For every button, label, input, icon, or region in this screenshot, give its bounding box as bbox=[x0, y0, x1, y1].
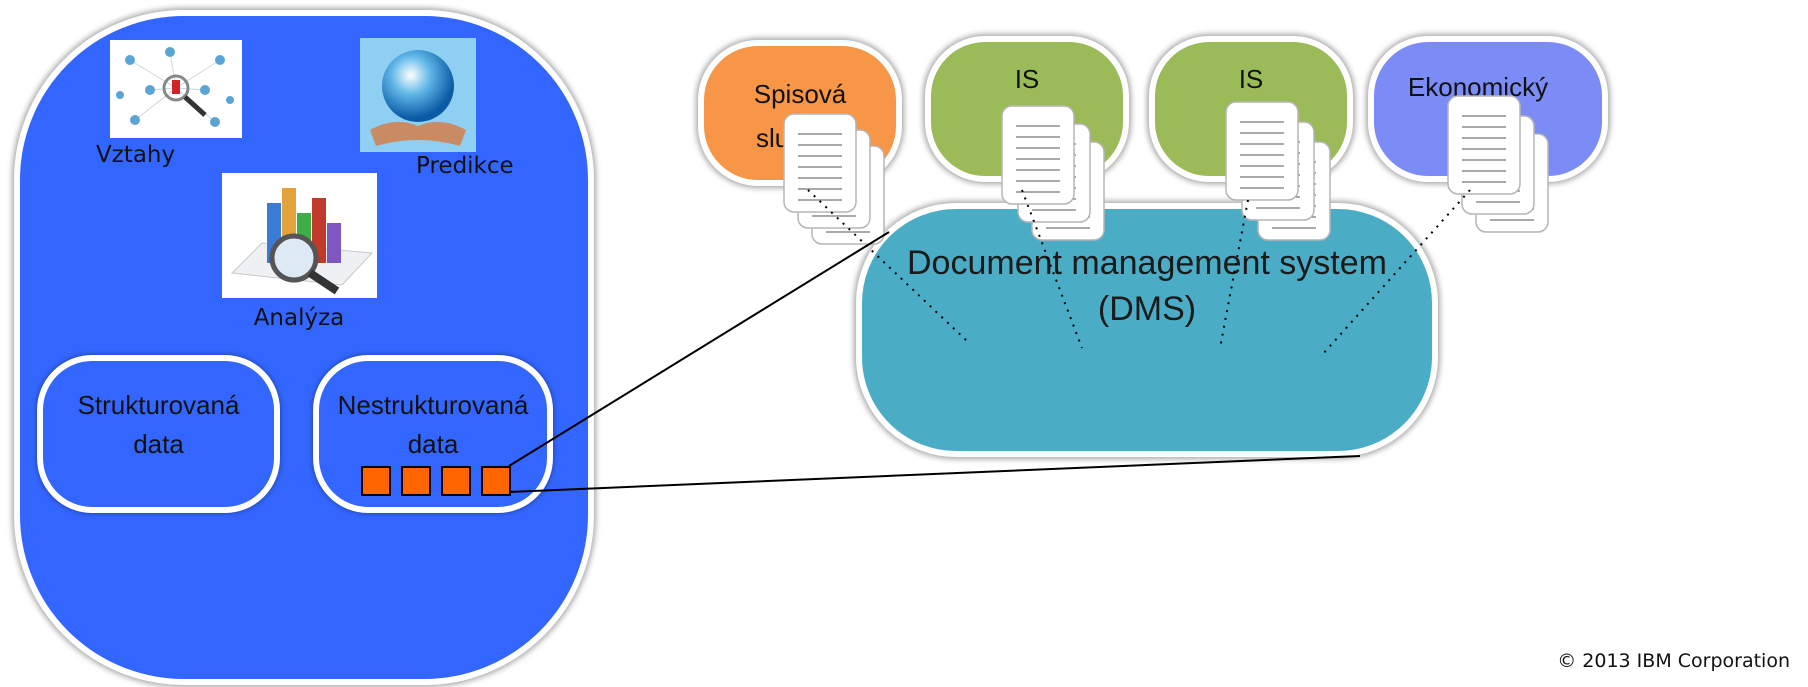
document-stack-icon bbox=[1225, 101, 1331, 241]
document-stack-icon bbox=[1001, 105, 1105, 241]
prediction-sphere-image bbox=[360, 38, 476, 152]
unstructured-data-box bbox=[313, 355, 553, 513]
unstructured-line1: Nestrukturovaná bbox=[337, 390, 529, 420]
bar-chart-magnifier-icon bbox=[230, 188, 374, 295]
dms-line1: Document management system bbox=[907, 244, 1387, 282]
analyza-label: Analýza bbox=[253, 305, 345, 331]
spisova-line1: Spisová bbox=[753, 79, 847, 109]
is-1-label: IS bbox=[1014, 64, 1040, 94]
predikce-label: Predikce bbox=[416, 153, 514, 179]
relationships-network-image bbox=[110, 40, 242, 138]
structured-line1: Strukturovaná bbox=[77, 390, 240, 420]
document-square bbox=[361, 466, 391, 496]
document-square bbox=[401, 466, 431, 496]
dms-box bbox=[856, 203, 1438, 457]
document-stack-icon bbox=[783, 113, 885, 245]
network-icon bbox=[116, 47, 234, 127]
dms-line2: (DMS) bbox=[1097, 290, 1197, 328]
structured-data-label: Strukturovaná data bbox=[37, 386, 280, 464]
is-2-label: IS bbox=[1238, 64, 1264, 94]
document-square bbox=[441, 466, 471, 496]
crystal-ball-icon bbox=[370, 50, 466, 146]
structured-line2: data bbox=[133, 429, 184, 459]
dms-label: Document management system (DMS) bbox=[856, 240, 1438, 332]
structured-data-box bbox=[37, 355, 280, 513]
document-square bbox=[481, 466, 511, 496]
analysis-chart-image bbox=[222, 173, 377, 298]
document-stack-icon bbox=[1447, 95, 1549, 233]
copyright-text: © 2013 IBM Corporation bbox=[1557, 650, 1790, 672]
unstructured-data-label: Nestrukturovaná data bbox=[313, 386, 553, 464]
vztahy-label: Vztahy bbox=[96, 142, 176, 168]
unstructured-line2: data bbox=[407, 429, 459, 459]
